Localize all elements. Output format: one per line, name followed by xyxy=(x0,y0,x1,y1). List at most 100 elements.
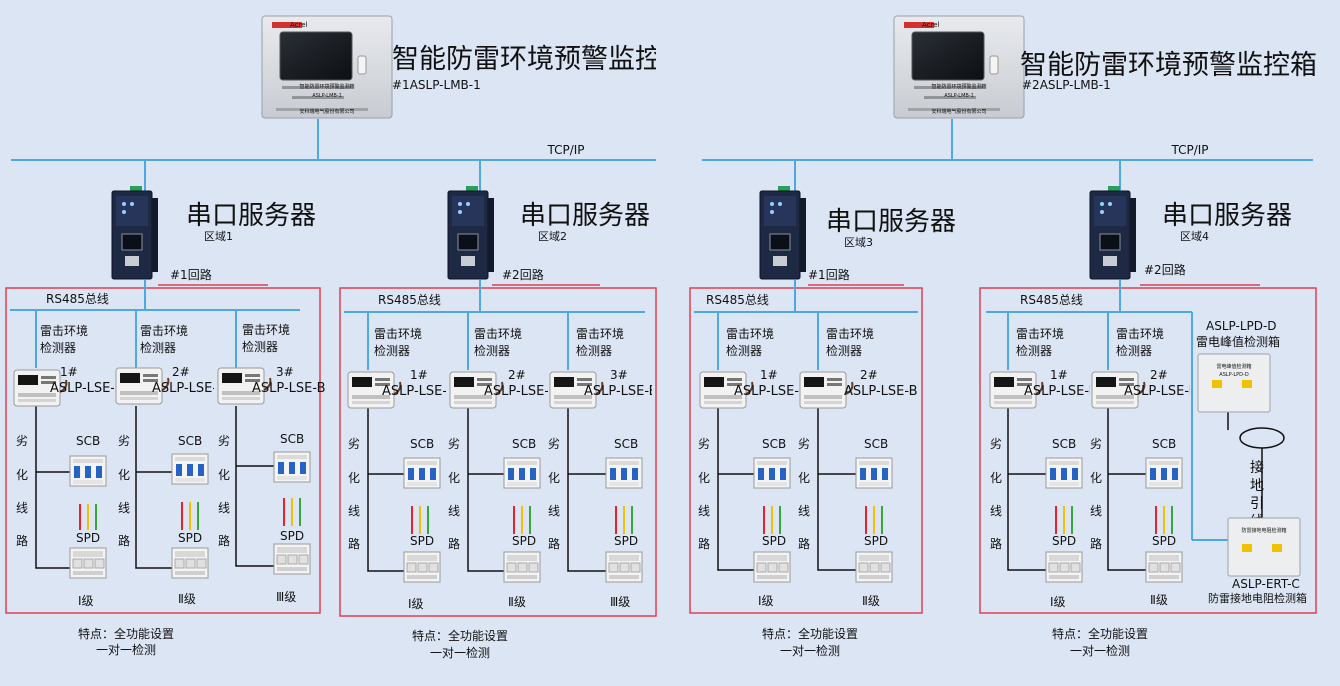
degraded-char: 线 xyxy=(448,504,460,518)
detector-number: 2# xyxy=(508,368,526,382)
serial-server-4: 串口服务器 区域4 #2回路 xyxy=(1089,185,1292,280)
degraded-char: 路 xyxy=(1090,536,1102,551)
spd-device xyxy=(503,551,541,583)
loop-label: #2回路 xyxy=(1144,262,1186,277)
degraded-char: 线 xyxy=(798,504,810,518)
region-1: 雷击环境 检测器 1# ASLP-LSE-B 劣 化 线 路 SCB SPD Ⅰ… xyxy=(13,322,326,608)
server-title: 串口服务器 xyxy=(186,201,316,231)
degraded-char: 路 xyxy=(348,536,360,551)
monitor-panel-1: Acrel 智能防雷环境预警监测箱 ASLP-LMB-1 安科瑞电气股份有限公司 xyxy=(261,15,393,119)
spd-label: SPD xyxy=(178,531,202,545)
ground-wire-char: 地 xyxy=(1250,478,1264,494)
degraded-char: 线 xyxy=(118,501,130,515)
degraded-char: 路 xyxy=(218,533,230,548)
detector-model: ASLP-LSE-B xyxy=(152,381,226,396)
system-model-1: #1ASLP-LMB-1 xyxy=(392,78,481,92)
degraded-char: 化 xyxy=(118,468,130,482)
level-label: Ⅱ级 xyxy=(862,594,880,608)
detector-label: 检测器 xyxy=(1016,343,1052,358)
spd-label: SPD xyxy=(614,534,638,548)
scb-device xyxy=(273,451,311,483)
scb-label: SCB xyxy=(1052,437,1076,451)
lpd-name: 雷电峰值检测箱 xyxy=(1196,334,1280,349)
feature-line-2: 一对一检测 xyxy=(780,643,840,658)
scb-label: SCB xyxy=(1152,437,1176,451)
detector-label: 检测器 xyxy=(1116,343,1152,358)
spd-label: SPD xyxy=(410,534,434,548)
feature-line-2: 一对一检测 xyxy=(1070,643,1130,658)
degraded-char: 化 xyxy=(218,468,230,482)
panel-brand: Acrel xyxy=(290,21,308,29)
level-label: Ⅰ级 xyxy=(78,594,94,608)
degraded-char: 线 xyxy=(990,504,1002,518)
detector-label: 检测器 xyxy=(140,340,176,355)
detector-label: 检测器 xyxy=(726,343,762,358)
detector-model: ASLP-LSE-B xyxy=(382,384,456,399)
bus-label-1: RS485总线 xyxy=(46,292,109,306)
lpd-model: ASLP-LPD-D xyxy=(1206,319,1277,333)
feature-line-2: 一对一检测 xyxy=(430,645,490,660)
spd-device xyxy=(753,551,791,583)
degraded-char: 劣 xyxy=(1090,437,1102,451)
ert-model: ASLP-ERT-C xyxy=(1232,577,1300,591)
spd-device xyxy=(273,543,311,575)
detector-label: 雷击环境 xyxy=(374,326,422,341)
scb-device xyxy=(1045,457,1083,489)
zone-label: 区域2 xyxy=(538,230,567,243)
system-title-1: 智能防雷环境预警监控箱 xyxy=(392,44,689,75)
scb-device xyxy=(753,457,791,489)
degraded-char: 线 xyxy=(548,504,560,518)
spd-device xyxy=(605,551,643,583)
degraded-char: 路 xyxy=(698,536,710,551)
detector-label: 检测器 xyxy=(40,340,76,355)
degraded-char: 线 xyxy=(218,501,230,515)
degraded-char: 劣 xyxy=(16,434,28,448)
scb-device xyxy=(69,455,107,487)
spd-label: SPD xyxy=(512,534,536,548)
degraded-char: 化 xyxy=(16,468,28,482)
detector-label: 检测器 xyxy=(826,343,862,358)
detector-label: 雷击环境 xyxy=(242,322,290,337)
degraded-char: 化 xyxy=(348,471,360,485)
detector-label: 检测器 xyxy=(242,339,278,354)
degraded-char: 线 xyxy=(1090,504,1102,518)
ground-wire-char: 接 xyxy=(1250,459,1264,476)
feature-line-1: 特点：全功能设置 xyxy=(762,626,858,641)
scb-label: SCB xyxy=(614,437,638,451)
lpd-box: 雷电峰值检测箱 ASLP-LPD-D xyxy=(1197,353,1271,413)
detector-model: ASLP-LSE-B xyxy=(584,384,658,399)
detector-model: ASLP-LSE-B xyxy=(50,381,124,396)
network-label-1: TCP/IP xyxy=(546,143,584,157)
detector-number: 2# xyxy=(860,368,878,382)
zone-label: 区域1 xyxy=(204,230,233,243)
scb-label: SCB xyxy=(76,434,100,448)
server-title: 串口服务器 xyxy=(1162,201,1292,231)
degraded-char: 路 xyxy=(548,536,560,551)
level-label: Ⅲ级 xyxy=(276,590,296,604)
scb-label: SCB xyxy=(178,434,202,448)
panel-caption: 智能防雷环境预警监测箱 xyxy=(931,83,986,90)
level-label: Ⅱ级 xyxy=(508,595,526,609)
level-label: Ⅰ级 xyxy=(758,594,774,608)
degraded-char: 化 xyxy=(798,471,810,485)
detector-label: 检测器 xyxy=(576,343,612,358)
detector-label: 雷击环境 xyxy=(576,326,624,341)
feature-line-1: 特点：全功能设置 xyxy=(1052,626,1148,641)
network-label-2: TCP/IP xyxy=(1170,143,1208,157)
spd-label: SPD xyxy=(1152,534,1176,548)
scb-device xyxy=(855,457,893,489)
loop-label: #1回路 xyxy=(170,267,212,282)
ert-name: 防雷接地电阻检测箱 xyxy=(1208,591,1307,605)
system-model-2: #2ASLP-LMB-1 xyxy=(1022,78,1111,92)
detector-number: 1# xyxy=(410,368,428,382)
degraded-char: 路 xyxy=(448,536,460,551)
loop-label: #2回路 xyxy=(502,267,544,282)
degraded-char: 化 xyxy=(1090,471,1102,485)
detector-model: ASLP-LSE-B xyxy=(734,384,808,399)
detector-number: 1# xyxy=(60,365,78,379)
degraded-char: 劣 xyxy=(990,437,1002,451)
detector-label: 检测器 xyxy=(474,343,510,358)
detector-number: 3# xyxy=(276,365,294,379)
degraded-char: 线 xyxy=(698,504,710,518)
